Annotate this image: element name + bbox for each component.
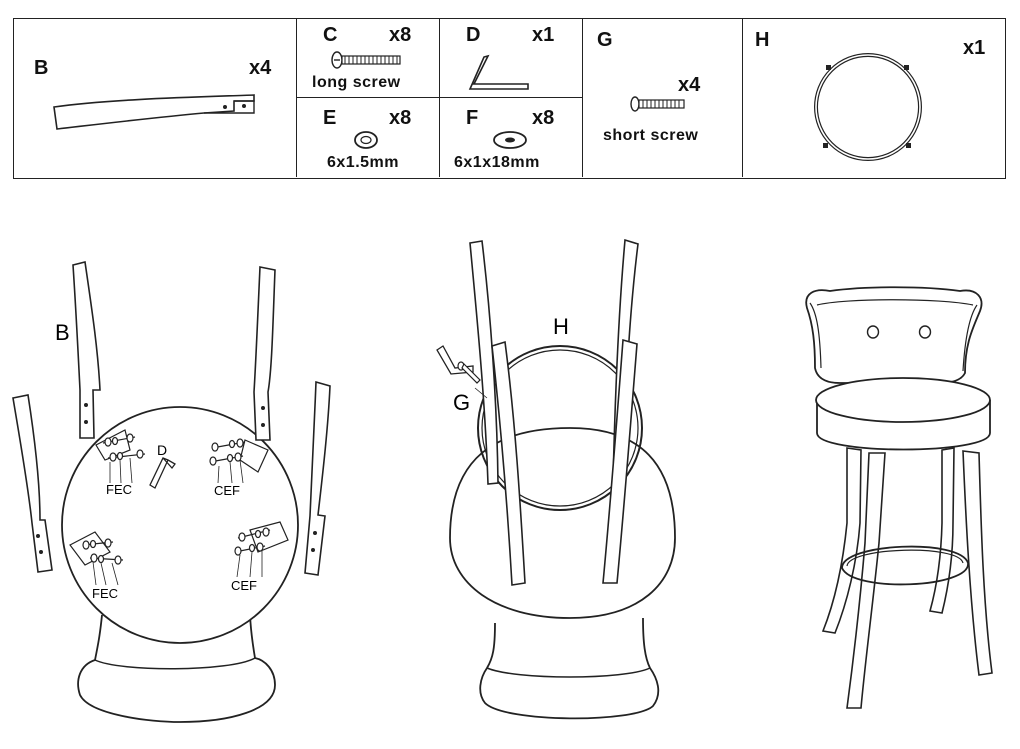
- long-screw-icon: [331, 51, 401, 69]
- seat-underside: [61, 406, 299, 644]
- button-tuft: [918, 325, 932, 339]
- short-screw-label: G: [453, 390, 470, 415]
- parts-list-table: B x4 C x8 long screw E x8 6x1.5mm D x1: [13, 18, 1006, 179]
- leg: [928, 447, 955, 614]
- part-h-quantity: x1: [963, 37, 986, 59]
- finished-bar-stool-diagram: [805, 286, 993, 709]
- part-c-e-column: C x8 long screw E x8 6x1.5mm: [297, 19, 440, 177]
- leg-front-right: [602, 338, 638, 584]
- part-g-quantity: x4: [678, 74, 701, 96]
- part-e-description: 6x1.5mm: [327, 154, 399, 171]
- leg-back-left: [469, 240, 499, 485]
- leg-b-far-right: [304, 380, 331, 576]
- hex-key-label: D: [157, 442, 167, 458]
- table-divider: [297, 97, 440, 98]
- hex-key-icon: [468, 54, 529, 90]
- spring-washer-icon: [354, 131, 378, 149]
- part-e-letter: E: [323, 107, 337, 129]
- seat-base: [77, 609, 276, 723]
- corner-bracket: [95, 429, 131, 461]
- foot-ring: [841, 545, 969, 586]
- hardware-group-bottom-left: [82, 538, 124, 586]
- part-h-cell: H x1: [743, 19, 1005, 177]
- hardware-group-top-right: [209, 438, 246, 484]
- part-f-letter: F: [466, 107, 479, 129]
- seat-cushion: [815, 377, 991, 451]
- hardware-label-bottom-left: FEC: [92, 586, 118, 601]
- part-f-description: 6x1x18mm: [454, 154, 540, 171]
- leg-b-top-right: [253, 266, 276, 441]
- button-tuft: [866, 325, 880, 339]
- part-f-quantity: x8: [532, 107, 555, 129]
- part-c-quantity: x8: [389, 24, 412, 46]
- seat-base: [479, 617, 660, 720]
- short-screw-icon: [630, 96, 685, 112]
- hardware-label-top-left: FEC: [106, 482, 132, 497]
- hardware-group-top-left: [102, 433, 146, 484]
- hardware-group-bottom-right: [234, 527, 271, 578]
- hardware-label-top-right: CEF: [214, 483, 240, 498]
- leg-b-far-left: [12, 394, 53, 573]
- flat-washer-icon: [493, 131, 527, 149]
- step1-attach-legs-diagram: B D FEC CEF FEC CEF: [12, 261, 331, 723]
- part-g-cell: G x4 short screw: [583, 19, 743, 177]
- leg: [821, 447, 862, 634]
- table-divider: [440, 97, 583, 98]
- foot-ring-icon: [814, 53, 922, 161]
- step2-attach-ring-diagram: H G: [436, 238, 676, 720]
- part-g-description: short screw: [603, 127, 699, 144]
- part-d-letter: D: [466, 24, 481, 46]
- leg: [962, 450, 993, 676]
- foot-ring-label: H: [553, 314, 569, 339]
- part-d-f-column: D x1 F x8 6x1x18mm: [440, 19, 583, 177]
- corner-bracket: [249, 521, 289, 553]
- leg-b-top-left: [72, 261, 101, 439]
- short-screw-icon: [457, 361, 481, 384]
- part-b-quantity: x4: [249, 57, 272, 79]
- corner-bracket: [239, 439, 269, 473]
- leg-front-left: [491, 340, 526, 586]
- part-b-letter: B: [34, 57, 49, 79]
- part-e-quantity: x8: [389, 107, 412, 129]
- part-c-description: long screw: [312, 74, 401, 91]
- part-h-letter: H: [755, 29, 770, 51]
- part-d-quantity: x1: [532, 24, 555, 46]
- foot-ring: [477, 345, 643, 511]
- hex-key-icon: [149, 457, 176, 489]
- leg-rail-icon: [53, 94, 255, 130]
- part-g-letter: G: [597, 29, 613, 51]
- hardware-label-bottom-right: CEF: [231, 578, 257, 593]
- leg-label: B: [55, 320, 70, 345]
- backrest: [805, 286, 983, 384]
- part-b-cell: B x4: [14, 19, 297, 177]
- corner-bracket: [69, 531, 111, 566]
- part-c-letter: C: [323, 24, 338, 46]
